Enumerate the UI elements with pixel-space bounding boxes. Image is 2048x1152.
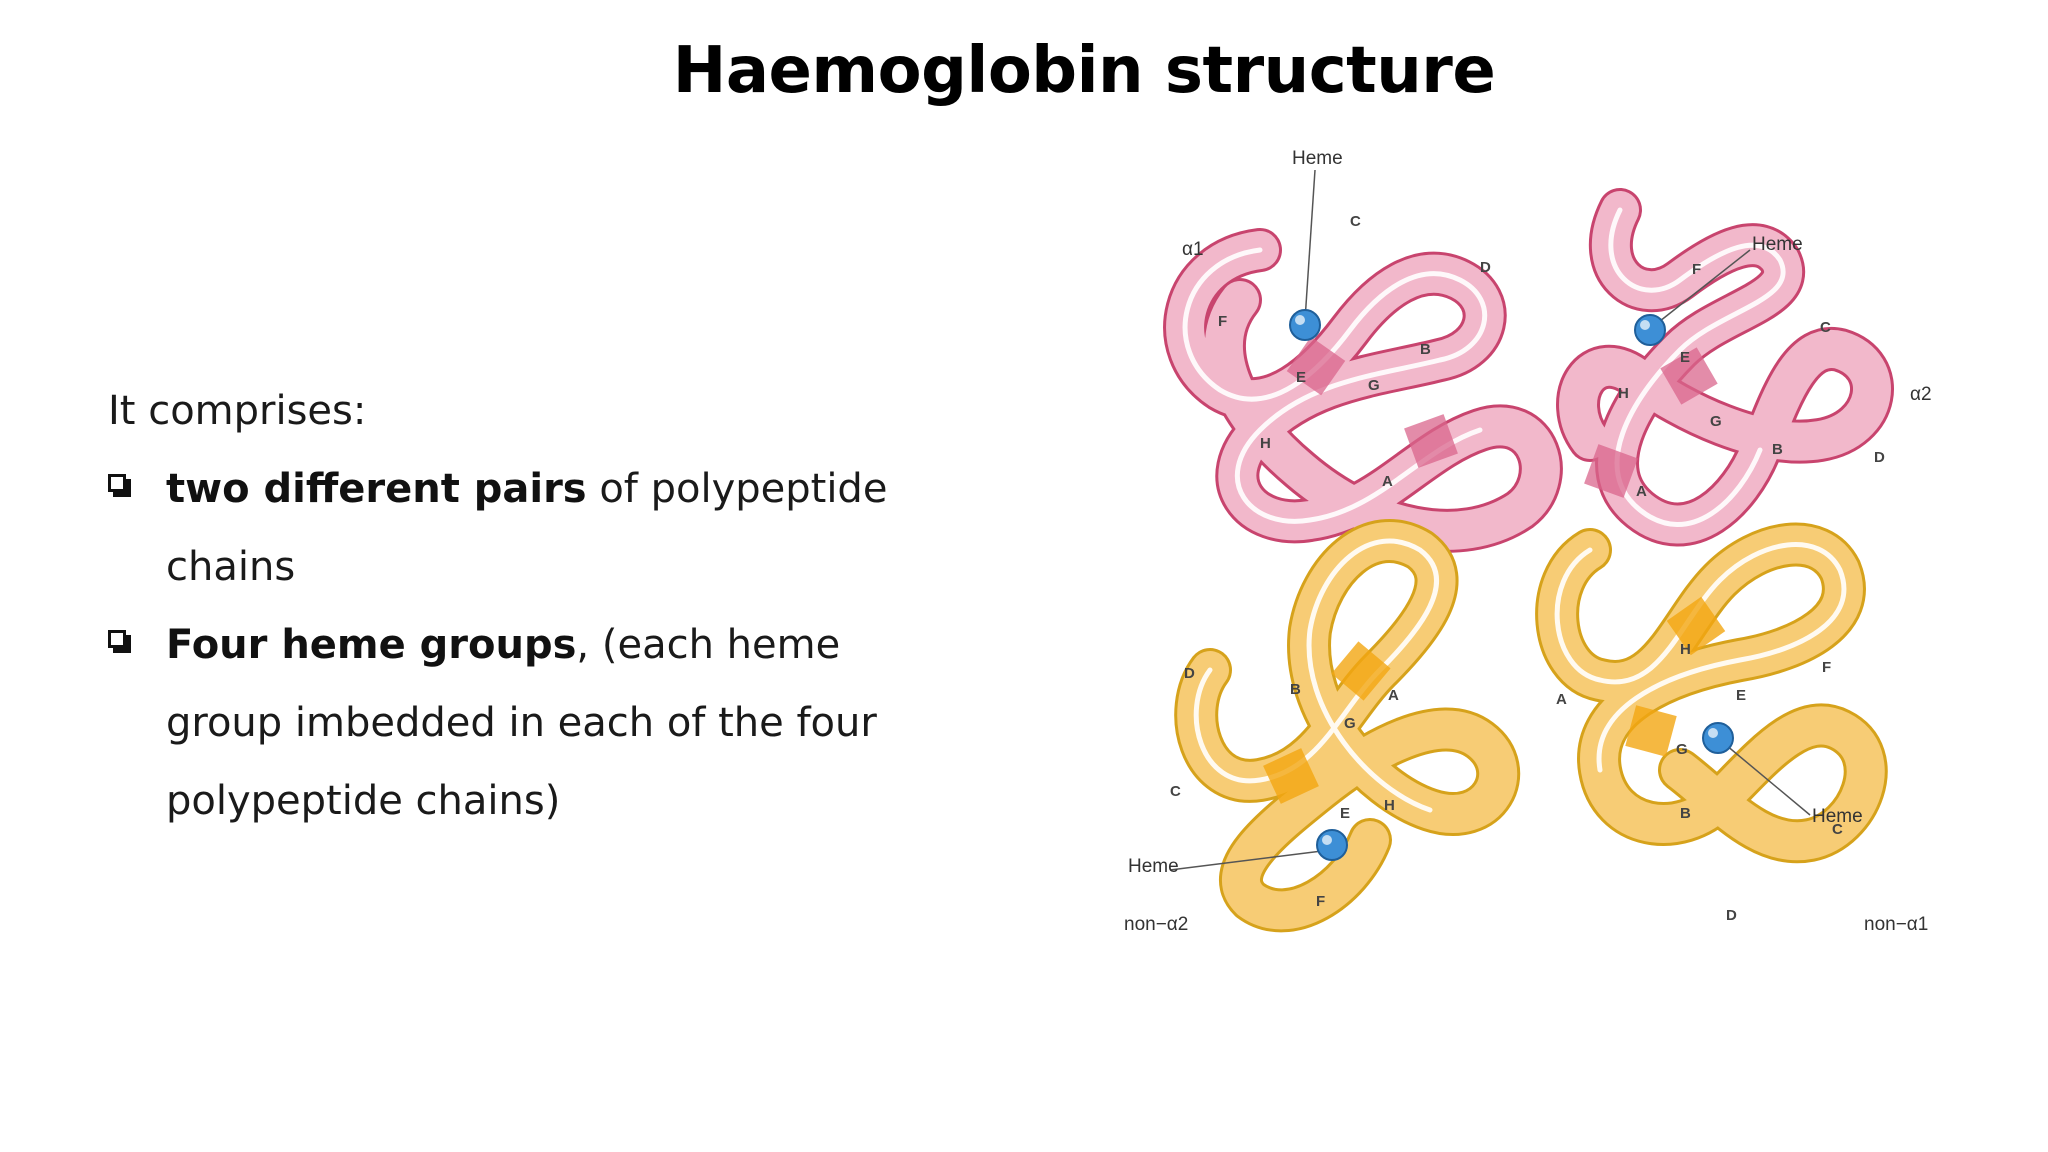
segment-letter: G: [1710, 413, 1722, 430]
bullet-bold-text: two different pairs: [166, 466, 587, 512]
checkbox-bullet-icon: [108, 474, 132, 498]
heme-label: Heme: [1812, 806, 1863, 827]
segment-letter: E: [1680, 349, 1690, 366]
heme-group-non-alpha2: [1169, 829, 1348, 871]
bullet-bold-text: Four heme groups: [166, 622, 577, 668]
heme-group-alpha1: [1289, 169, 1321, 341]
bullet-text: of polypeptide chains: [166, 466, 888, 590]
slide-title: Haemoglobin structure: [672, 34, 1496, 108]
segment-letter: B: [1772, 441, 1783, 458]
heme-group-non-alpha1: [1702, 722, 1811, 816]
segment-letter: A: [1636, 483, 1647, 500]
segment-letter: E: [1296, 369, 1306, 386]
segment-letter: E: [1736, 687, 1746, 704]
segment-letter: H: [1618, 385, 1629, 402]
segment-letter: F: [1316, 893, 1325, 910]
segment-letter: A: [1382, 473, 1393, 490]
segment-letter: D: [1726, 907, 1737, 924]
non-alpha2-chain: [1174, 519, 1521, 933]
segment-letter: B: [1680, 805, 1691, 822]
non-alpha1-chain: [1535, 522, 1888, 864]
subunit-label-alpha1: α1: [1182, 239, 1204, 260]
heme-label: Heme: [1752, 234, 1803, 255]
haemoglobin-diagram: Heme Heme Heme Heme α1 α2 non−α2 non−α1 …: [1120, 150, 1980, 1010]
alpha2-chain: [1556, 188, 1894, 547]
segment-letter: F: [1822, 659, 1831, 676]
heme-label: Heme: [1292, 150, 1343, 169]
segment-letter: H: [1384, 797, 1395, 814]
segment-letter: D: [1184, 665, 1195, 682]
segment-letter: E: [1340, 805, 1350, 822]
segment-letter: A: [1556, 691, 1567, 708]
heme-label: Heme: [1128, 856, 1179, 877]
subunit-label-alpha2: α2: [1910, 384, 1932, 405]
slide-body: It comprises: two different pairs of pol…: [108, 372, 928, 840]
segment-letter: F: [1692, 261, 1701, 278]
segment-letter: B: [1290, 681, 1301, 698]
segment-letter: F: [1218, 313, 1227, 330]
checkbox-bullet-icon: [108, 630, 132, 654]
segment-letter: D: [1874, 449, 1885, 466]
segment-letter: H: [1680, 641, 1691, 658]
bullet-item: Four heme groups, (each heme group imbed…: [108, 606, 928, 840]
segment-letter: C: [1820, 319, 1831, 336]
heme-group-alpha2: [1634, 249, 1751, 346]
segment-letter: H: [1260, 435, 1271, 452]
segment-letter: C: [1350, 213, 1361, 230]
bullet-text: , (each heme group imbedded in each of t…: [166, 622, 877, 824]
subunit-label-non-alpha2: non−α2: [1124, 914, 1188, 935]
segment-letter: A: [1388, 687, 1399, 704]
segment-letter: G: [1676, 741, 1688, 758]
segment-letter: G: [1344, 715, 1356, 732]
segment-letter: C: [1832, 821, 1843, 838]
segment-letter: D: [1480, 259, 1491, 276]
bullet-item: two different pairs of polypeptide chain…: [108, 450, 928, 606]
bullet-list: two different pairs of polypeptide chain…: [108, 450, 928, 840]
intro-text: It comprises:: [108, 388, 367, 434]
alpha1-chain: [1163, 228, 1563, 553]
segment-letter: G: [1368, 377, 1380, 394]
segment-letter: C: [1170, 783, 1181, 800]
subunit-label-non-alpha1: non−α1: [1864, 914, 1928, 935]
haemoglobin-illustration: Heme Heme Heme Heme α1 α2 non−α2 non−α1 …: [1124, 150, 1932, 935]
segment-letter: B: [1420, 341, 1431, 358]
